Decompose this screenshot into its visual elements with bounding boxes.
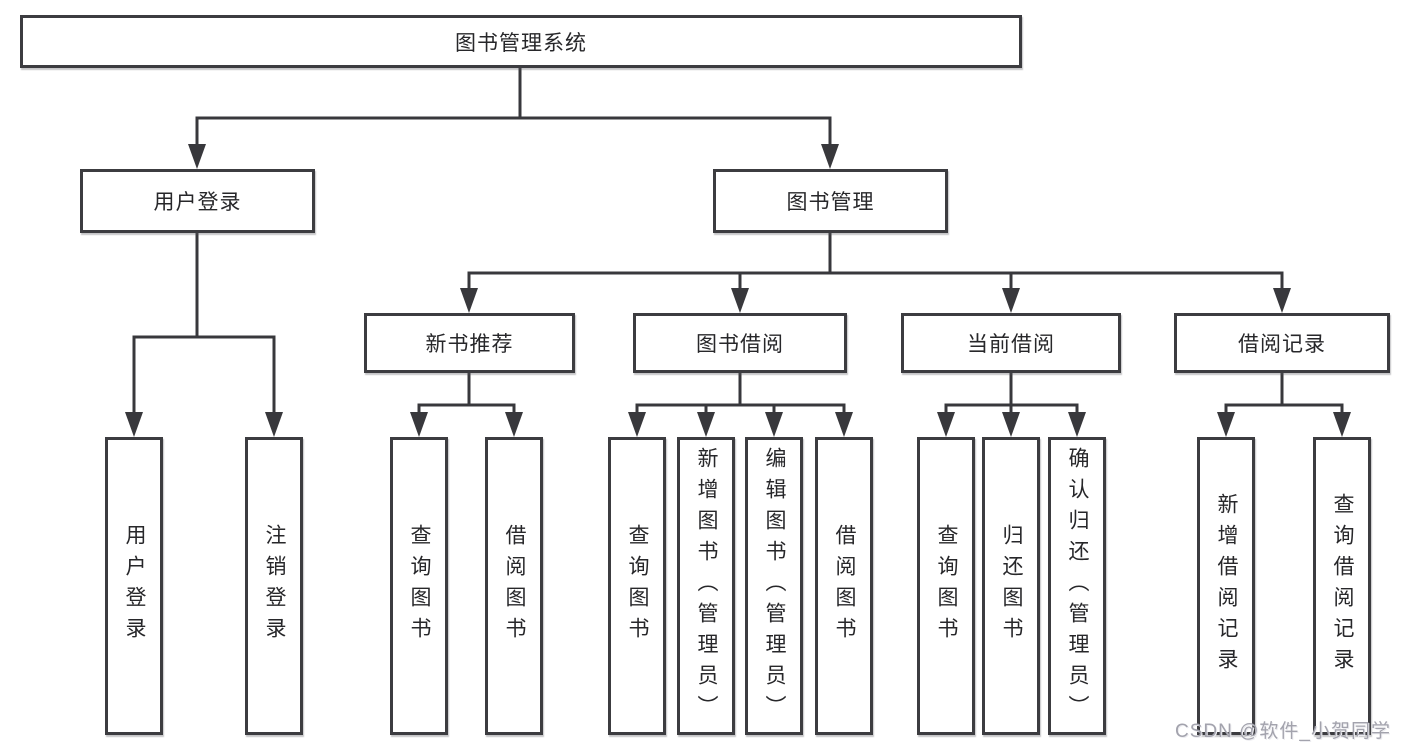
leaf-return-book: 归还图书 [982,437,1040,735]
connector-book-management-to-level3 [460,231,1291,313]
csdn-watermark: CSDN @软件_小贺同学 [1175,721,1391,742]
leaf-add-borrow-record: 新增借阅记录 [1197,437,1255,735]
leaf-query-borrow-record: 查询借阅记录 [1313,437,1371,735]
connector-user-login-to-leaves [125,231,283,437]
node-new-book-recommendation: 新书推荐 [364,313,575,373]
leaf-add-book-admin: 新增图书（管理员） [677,437,735,735]
leaf-query-books-2: 查询图书 [608,437,666,735]
connector-current-borrowing-to-leaves [937,371,1086,437]
node-book-management: 图书管理 [713,169,948,233]
leaf-edit-book-admin: 编辑图书（管理员） [745,437,803,735]
connector-root-to-level2 [188,66,839,169]
node-user-login: 用户登录 [80,169,315,233]
leaf-query-books-1: 查询图书 [390,437,448,735]
connector-book-borrowing-to-leaves [628,371,853,437]
leaf-borrow-books-2: 借阅图书 [815,437,873,735]
leaf-confirm-return-admin: 确认归还（管理员） [1048,437,1106,735]
node-borrowing-records: 借阅记录 [1174,313,1390,373]
leaf-logout: 注销登录 [245,437,303,735]
leaf-user-login: 用户登录 [105,437,163,735]
node-book-borrowing: 图书借阅 [633,313,847,373]
node-current-borrowing: 当前借阅 [901,313,1121,373]
leaf-borrow-books-1: 借阅图书 [485,437,543,735]
connector-new-book-recommendation-to-leaves [410,371,523,437]
node-library-management-system: 图书管理系统 [20,15,1022,68]
leaf-query-books-3: 查询图书 [917,437,975,735]
connector-borrowing-records-to-leaves [1217,371,1351,437]
